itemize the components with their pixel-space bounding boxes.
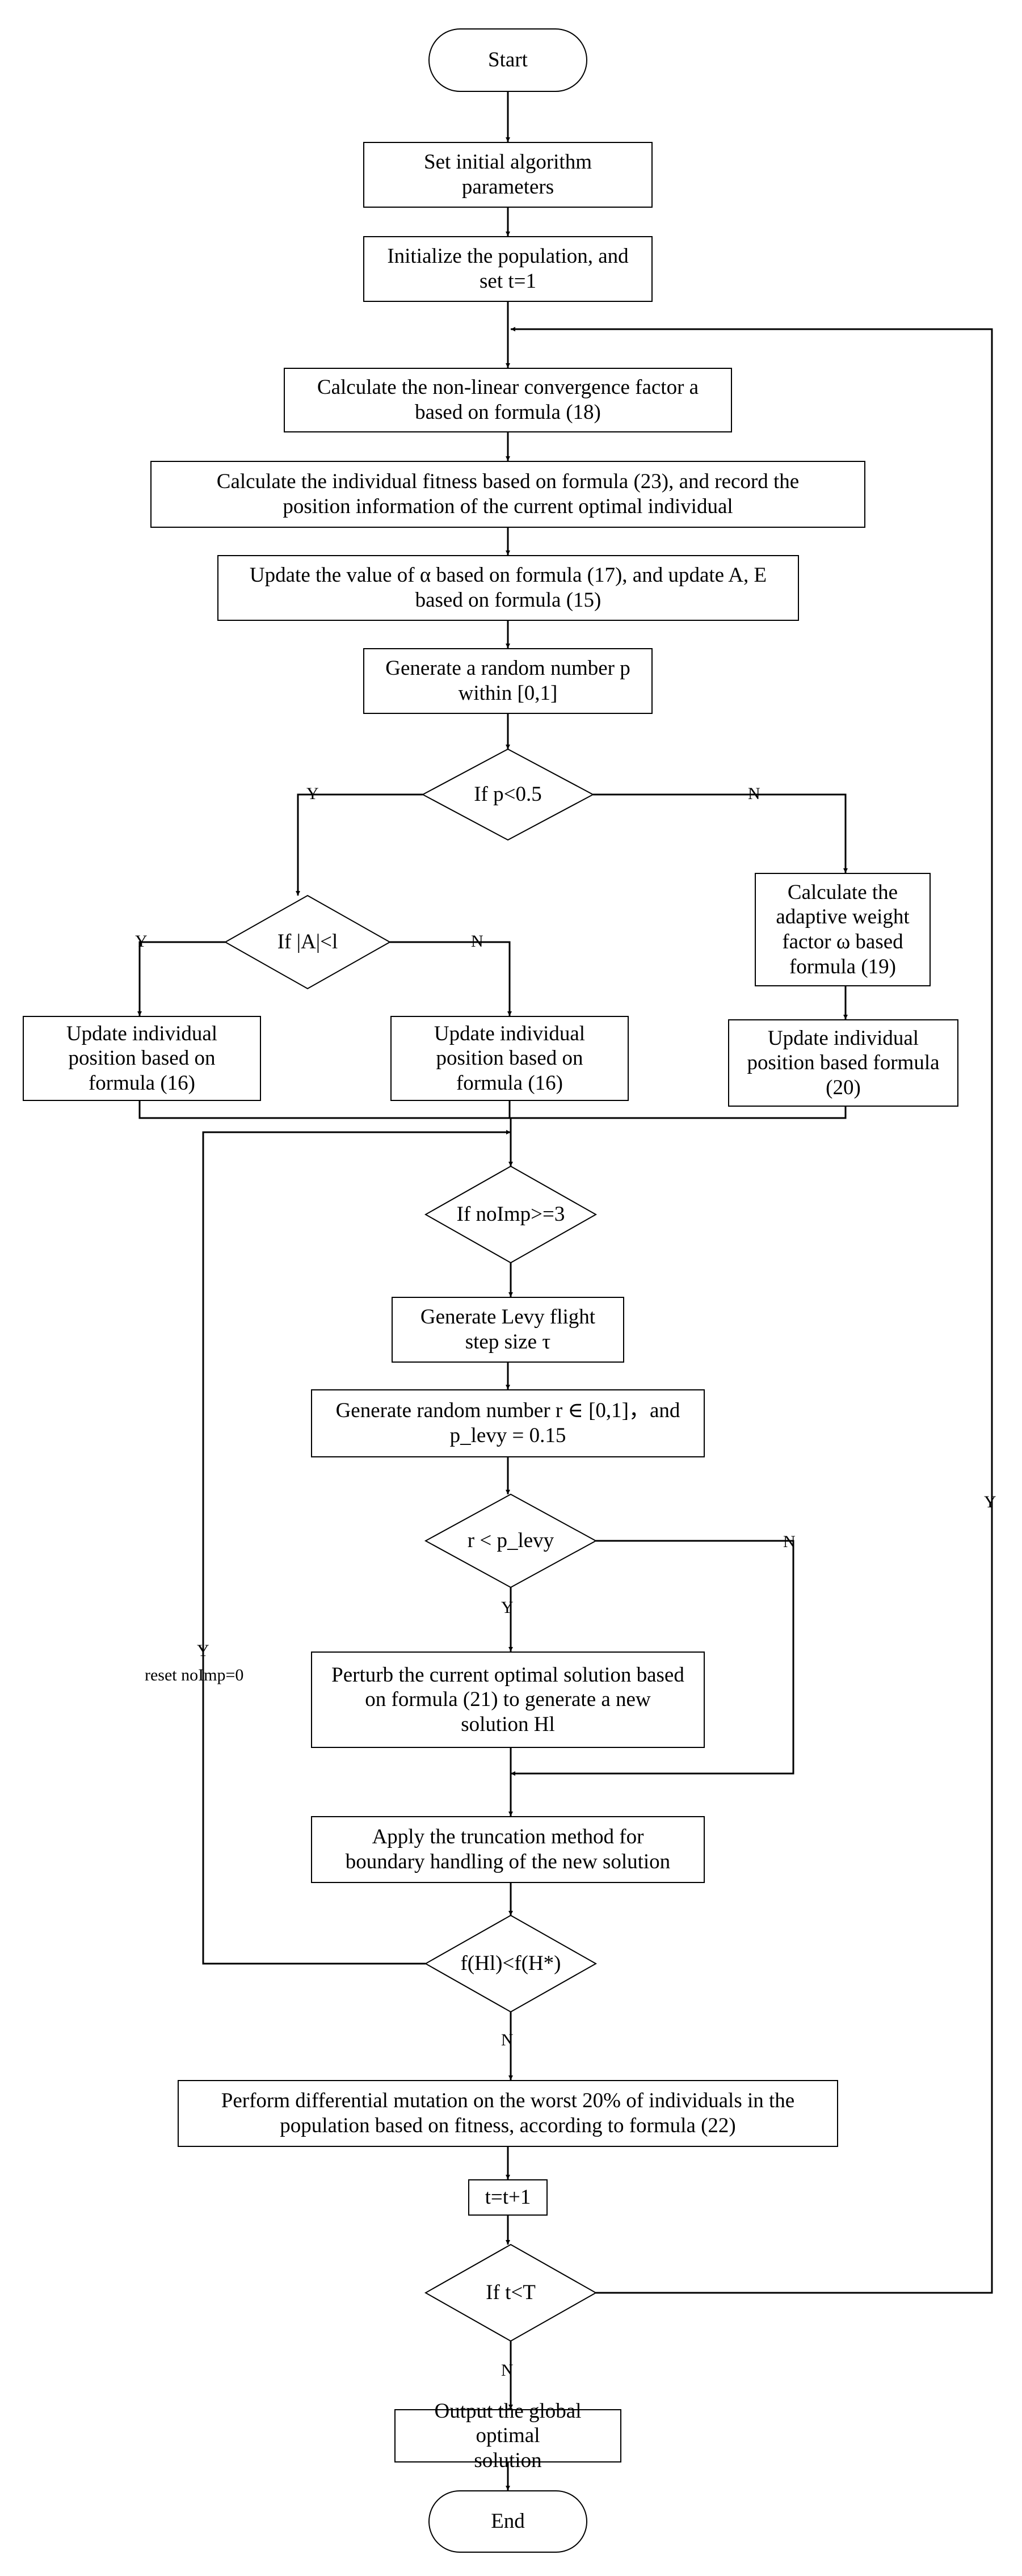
end-terminal: End <box>428 2490 587 2553</box>
perturb-solution-box: Perturb the current optimal solution bas… <box>311 1652 705 1748</box>
f-no-label: N <box>501 2031 514 2049</box>
generate-random-p-box: Generate a random number p within [0,1] <box>363 648 653 714</box>
decision-f-label: f(Hl)<f(H*) <box>460 1952 561 1976</box>
a-yes-label: Y <box>135 932 148 951</box>
calc-adaptive-weight-box: Calculate the adaptive weight factor ω b… <box>755 873 931 986</box>
update-position-left-box: Update individual position based on form… <box>23 1016 261 1101</box>
r-yes-label: Y <box>501 1598 514 1617</box>
decision-a-shape <box>224 894 392 990</box>
edge-ifa-yes <box>137 941 225 1016</box>
decision-r-label: r < p_levy <box>467 1529 554 1553</box>
calc-convergence-factor-box: Calculate the non-linear convergence fac… <box>284 368 732 432</box>
p-no-label: N <box>748 784 760 803</box>
edge-ift-yes-loop <box>511 327 993 2294</box>
initialize-population-box: Initialize the population, and set t=1 <box>363 236 653 302</box>
edge-ifp-no <box>593 793 848 873</box>
edge-iff-yes-loop <box>202 1130 511 1965</box>
edge-left-merge <box>138 1101 511 1119</box>
edge-right-merge <box>511 1107 847 1119</box>
start-terminal: Start <box>428 28 587 92</box>
f-yes-label: Y <box>197 1641 209 1660</box>
p-yes-label: Y <box>306 784 319 803</box>
output-solution-box: Output the global optimal solution <box>394 2399 621 2472</box>
calc-fitness-box: Calculate the individual fitness based o… <box>150 461 865 528</box>
a-no-label: N <box>471 932 483 951</box>
edge-ifp-yes <box>296 793 423 896</box>
t-yes-label: Y <box>984 1493 996 1511</box>
generate-levy-box: Generate Levy flight step size τ <box>392 1297 624 1363</box>
edge-ifr-no <box>511 1540 794 1776</box>
update-position-right-box: Update individual position based formula… <box>728 1019 958 1107</box>
decision-t-label: If t<T <box>486 2281 536 2305</box>
decision-p-shape <box>421 748 595 841</box>
connector-lines <box>137 92 993 2490</box>
decision-p-label: If p<0.5 <box>474 783 542 806</box>
set-parameters-box: Set initial algorithm parameters <box>363 142 653 208</box>
differential-mutation-box: Perform differential mutation on the wor… <box>178 2080 838 2147</box>
decision-shapes <box>224 748 598 2342</box>
edge-ifa-no <box>390 941 512 1016</box>
t-no-label: N <box>501 2361 514 2380</box>
t-increment-box: t=t+1 <box>468 2179 548 2216</box>
r-no-label: N <box>783 1532 796 1551</box>
decision-noimp-label: If noImp>=3 <box>456 1203 565 1226</box>
f-reset-label: reset noImp=0 <box>145 1666 244 1684</box>
generate-random-r-box: Generate random number r ∈ [0,1]，and p_l… <box>311 1389 705 1457</box>
update-position-middle-box: Update individual position based on form… <box>390 1016 629 1101</box>
decision-a-label: If |A|<l <box>277 930 338 954</box>
truncation-box: Apply the truncation method for boundary… <box>311 1816 705 1883</box>
update-alpha-box: Update the value of α based on formula (… <box>217 555 799 621</box>
